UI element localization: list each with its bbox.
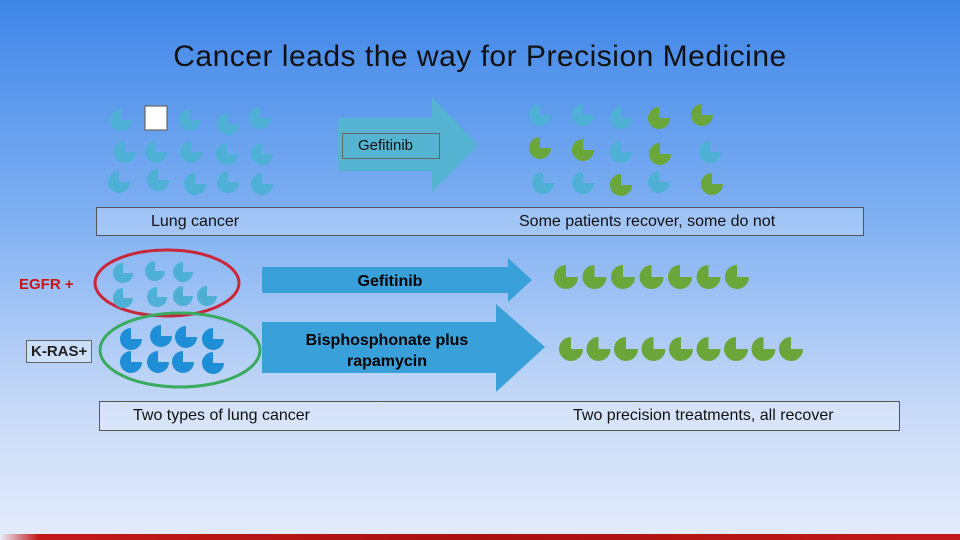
kras-tag: K-RAS+ [26, 340, 93, 363]
top-arrow [338, 97, 478, 192]
egfr-cell-icon [173, 262, 193, 282]
slide-title: Cancer leads the way for Precision Medic… [173, 40, 787, 73]
cancer-cell-icon [529, 104, 551, 126]
egfr-cell-icon [113, 263, 133, 283]
cancer-cell-icon [110, 109, 132, 131]
cancer-cell-icon [699, 141, 721, 163]
bottom-right-caption: Two precision treatments, all recover [573, 407, 834, 424]
recovered-cell-icon [724, 337, 748, 361]
top-caption-bar: Lung cancer Some patients recover, some … [96, 207, 864, 236]
recovered-cell-icon [668, 265, 692, 289]
cancer-cell-icon [610, 141, 632, 163]
recovered-cell-icon [725, 265, 749, 289]
kras-cell-icon [120, 351, 142, 373]
egfr-cell-icon [145, 261, 165, 281]
recovered-cell-icon [696, 337, 721, 361]
recovered-cell-icon [649, 143, 671, 165]
recovered-cell-icon [611, 265, 635, 289]
recovered-cell-icon [669, 337, 693, 361]
egfr-cell-icon [197, 286, 217, 306]
kras-ring [98, 311, 262, 389]
egfr-cell-icon [147, 287, 167, 307]
top-right-caption: Some patients recover, some do not [519, 213, 776, 230]
top-left-caption: Lung cancer [151, 213, 240, 230]
footer-bar [0, 534, 960, 540]
cancer-cell-icon [217, 113, 239, 135]
cancer-cell-icon [532, 172, 554, 194]
cancer-cell-icon [216, 143, 238, 165]
recovered-cell-icon [582, 265, 607, 289]
recovered-cell-icon [641, 337, 666, 361]
cancer-cell-icon [572, 172, 594, 194]
recovered-cell-icon [572, 139, 594, 161]
kras-drug-label: Bisphosphonate plus rapamycin [305, 332, 469, 370]
recovered-cell-icon [559, 337, 583, 361]
egfr-cell-icon [113, 288, 133, 308]
cancer-cell-icon [147, 169, 169, 191]
recovered-cell-icon [529, 137, 551, 159]
kras-cell-icon [120, 328, 142, 350]
cancer-cell-icon [180, 141, 202, 163]
cancer-cell-icon [114, 141, 136, 163]
recovered-cell-icon [701, 173, 723, 195]
recovered-cell-icon [691, 104, 713, 126]
top-drug-label: Gefitinib [358, 137, 414, 154]
egfr-drug-label: Gefitinib [357, 273, 423, 290]
bottom-left-caption: Two types of lung cancer [133, 407, 310, 424]
kras-cell-icon [175, 326, 197, 348]
bottom-caption-bar: Two types of lung cancer Two precision t… [99, 401, 900, 431]
recovered-cell-icon [639, 265, 664, 289]
recovered-cell-icon [779, 337, 803, 361]
cancer-cell-icon [572, 104, 594, 126]
recovered-cell-icon [648, 107, 670, 129]
cancer-cell-icon [610, 107, 632, 129]
cancer-cell-icon [108, 171, 130, 193]
kras-cell-icon [147, 351, 169, 373]
kras-cell-icon [202, 352, 224, 374]
recovered-cell-icon [554, 265, 578, 289]
cancer-cell-icon [217, 171, 239, 193]
recovered-cell-icon [614, 337, 638, 361]
cancer-cell-icon [648, 171, 670, 193]
empty-square-icon [144, 105, 168, 131]
egfr-ring [93, 248, 241, 318]
kras-cell-icon [150, 325, 172, 347]
egfr-tag: EGFR + [19, 276, 74, 293]
kras-cell-icon [202, 328, 224, 350]
recovered-cell-icon [610, 174, 632, 196]
egfr-cell-icon [173, 286, 193, 306]
kras-arrow [262, 304, 545, 392]
cancer-cell-icon [145, 141, 167, 163]
cancer-cell-icon [251, 173, 273, 195]
kras-cell-icon [172, 351, 194, 373]
cancer-cell-icon [179, 109, 201, 131]
recovered-cell-icon [586, 337, 611, 361]
cancer-cell-icon [251, 143, 273, 165]
cancer-cell-icon [184, 173, 206, 195]
top-drug-box: Gefitinib [342, 133, 440, 159]
recovered-cell-icon [751, 337, 776, 361]
recovered-cell-icon [696, 265, 721, 289]
cancer-cell-icon [249, 107, 271, 129]
egfr-arrow [262, 258, 532, 302]
